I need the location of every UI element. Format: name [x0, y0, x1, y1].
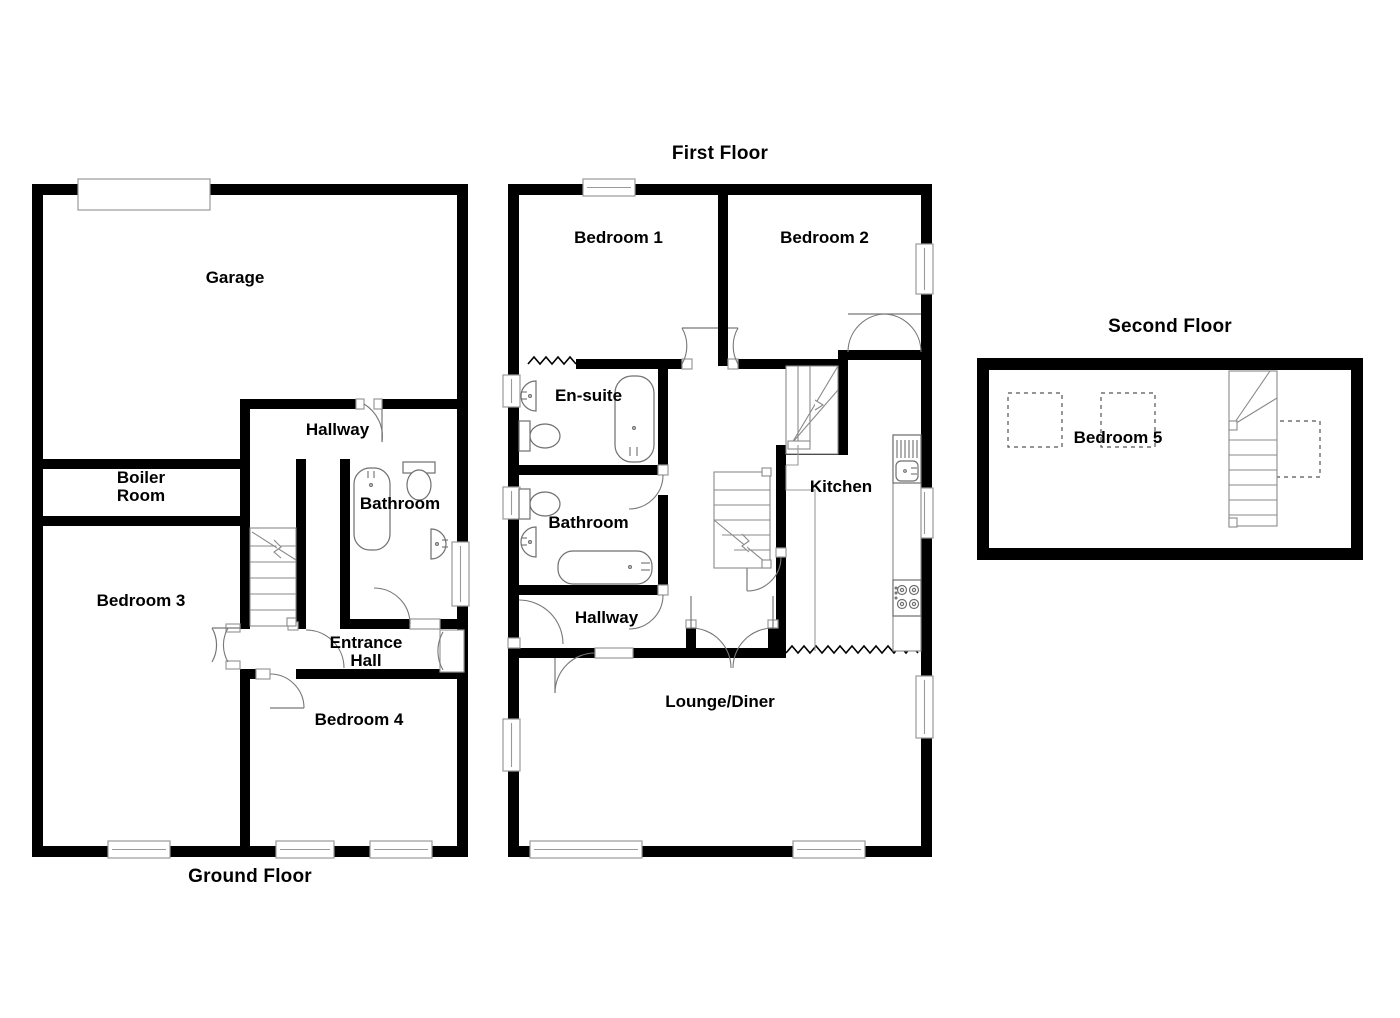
label-bedroom4: Bedroom 4	[314, 710, 404, 729]
ground-bedroom4-door[interactable]	[255, 668, 305, 709]
label-lounge-diner: Lounge/Diner	[665, 692, 775, 711]
label-bedroom5: Bedroom 5	[1073, 428, 1163, 447]
label-kitchen: Kitchen	[809, 477, 873, 496]
label-entrance-hall-line2: Hall	[350, 651, 382, 670]
first-ensuite-window	[502, 374, 521, 408]
title-first-floor: First Floor	[671, 143, 769, 164]
first-bathroom-door[interactable]	[628, 584, 669, 630]
first-bedroom2-window	[915, 243, 934, 295]
title-ground-floor: Ground Floor	[188, 866, 312, 887]
first-bathroom-window	[502, 486, 521, 520]
label-bedroom3: Bedroom 3	[96, 591, 186, 610]
ground-hallway-door[interactable]	[355, 398, 383, 443]
title-second-floor: Second Floor	[1108, 316, 1232, 337]
label-hallway-ground: Hallway	[305, 420, 370, 439]
label-bedroom1: Bedroom 1	[574, 228, 663, 247]
ground-internal-walls	[32, 399, 468, 857]
label-garage: Garage	[205, 268, 265, 287]
second-outer-walls	[977, 358, 1363, 560]
ground-bedroom3-door[interactable]	[211, 623, 241, 670]
ground-entrance-door[interactable]	[437, 629, 465, 673]
ground-staircase	[249, 527, 297, 627]
first-bedroom2-double-doors[interactable]	[847, 313, 922, 353]
ground-windows-bottom	[107, 840, 433, 859]
label-hallway-first: Hallway	[574, 608, 639, 627]
first-ensuite-fixtures	[518, 375, 655, 463]
first-lounge-window-right	[915, 675, 934, 739]
garage-door[interactable]	[77, 178, 211, 211]
first-bathroom-fixtures	[518, 488, 653, 585]
ground-bathroom-window	[451, 541, 470, 607]
ground-bathroom-door[interactable]	[373, 587, 441, 630]
label-bathroom-ground: Bathroom	[359, 494, 441, 513]
first-bedroom1-window	[582, 178, 636, 197]
first-lounge-window-left	[502, 718, 521, 772]
first-ensuite-door[interactable]	[628, 464, 669, 510]
label-boiler-room-line2: Room	[116, 486, 166, 505]
first-bedroom1-door[interactable]	[681, 327, 718, 370]
first-internal-walls	[519, 184, 921, 658]
first-hallway-double-doors[interactable]	[685, 596, 779, 669]
first-staircase-down	[713, 467, 772, 569]
first-kitchen-fixtures	[785, 434, 922, 652]
first-lounge-windows-bottom	[529, 840, 866, 859]
first-lounge-door[interactable]	[554, 647, 634, 694]
second-staircase	[1228, 370, 1278, 528]
ground-bathroom-fixtures	[353, 461, 448, 560]
label-bedroom2: Bedroom 2	[780, 228, 869, 247]
first-hallway-entry-door[interactable]	[507, 599, 564, 649]
first-staircase-up	[785, 365, 839, 455]
first-bedroom2-door[interactable]	[727, 327, 739, 370]
label-entrance-hall-line1: Entrance	[329, 633, 403, 652]
label-bathroom-first: Bathroom	[548, 513, 629, 532]
label-boiler-room-line1: Boiler	[116, 468, 166, 487]
label-ensuite: En-suite	[554, 386, 623, 405]
